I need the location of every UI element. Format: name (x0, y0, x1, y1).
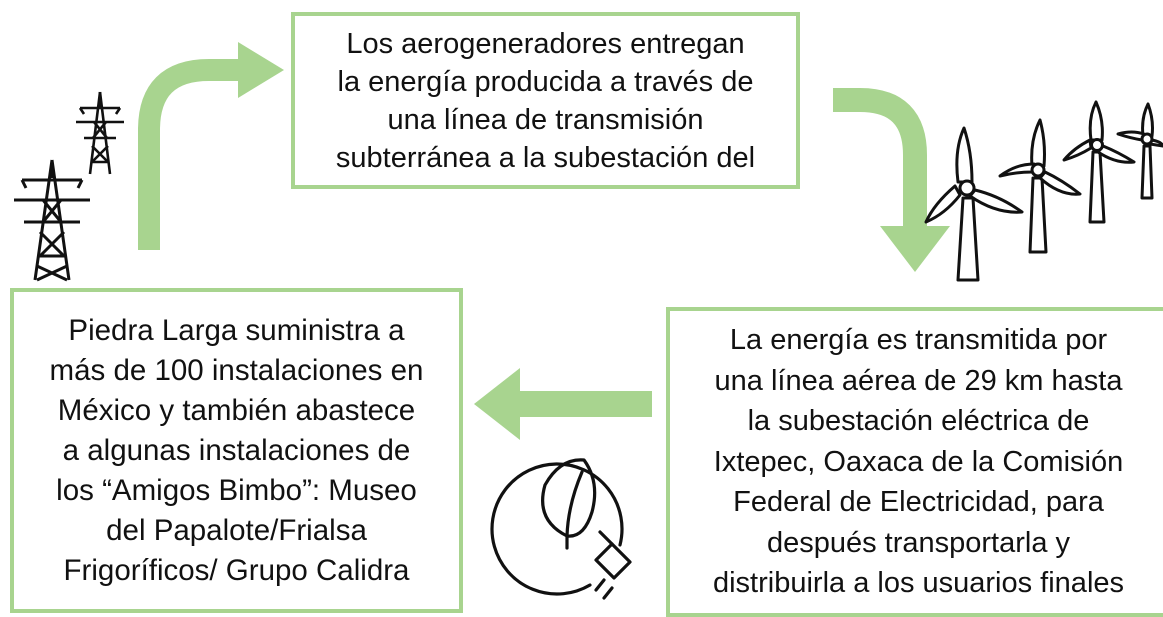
step-text-right: La energía es transmitida por una línea … (712, 324, 1125, 600)
wind-turbine-icon (924, 100, 1163, 282)
arrow-up-right (138, 42, 284, 250)
step-text-left: Piedra Larga suministra a más de 100 ins… (49, 313, 424, 587)
arrow-right-down (833, 88, 950, 272)
transmission-tower-icon (14, 159, 90, 282)
step-box-left: Piedra Larga suministra a más de 100 ins… (10, 288, 463, 613)
transmission-tower-icon (76, 91, 124, 175)
leaf-plug-icon (490, 458, 632, 600)
arrow-left (474, 368, 652, 440)
step-text-top: Los aerogeneradores entregan la energía … (335, 27, 756, 174)
step-box-top: Los aerogeneradores entregan la energía … (291, 12, 800, 189)
step-box-right: La energía es transmitida por una línea … (666, 307, 1163, 617)
